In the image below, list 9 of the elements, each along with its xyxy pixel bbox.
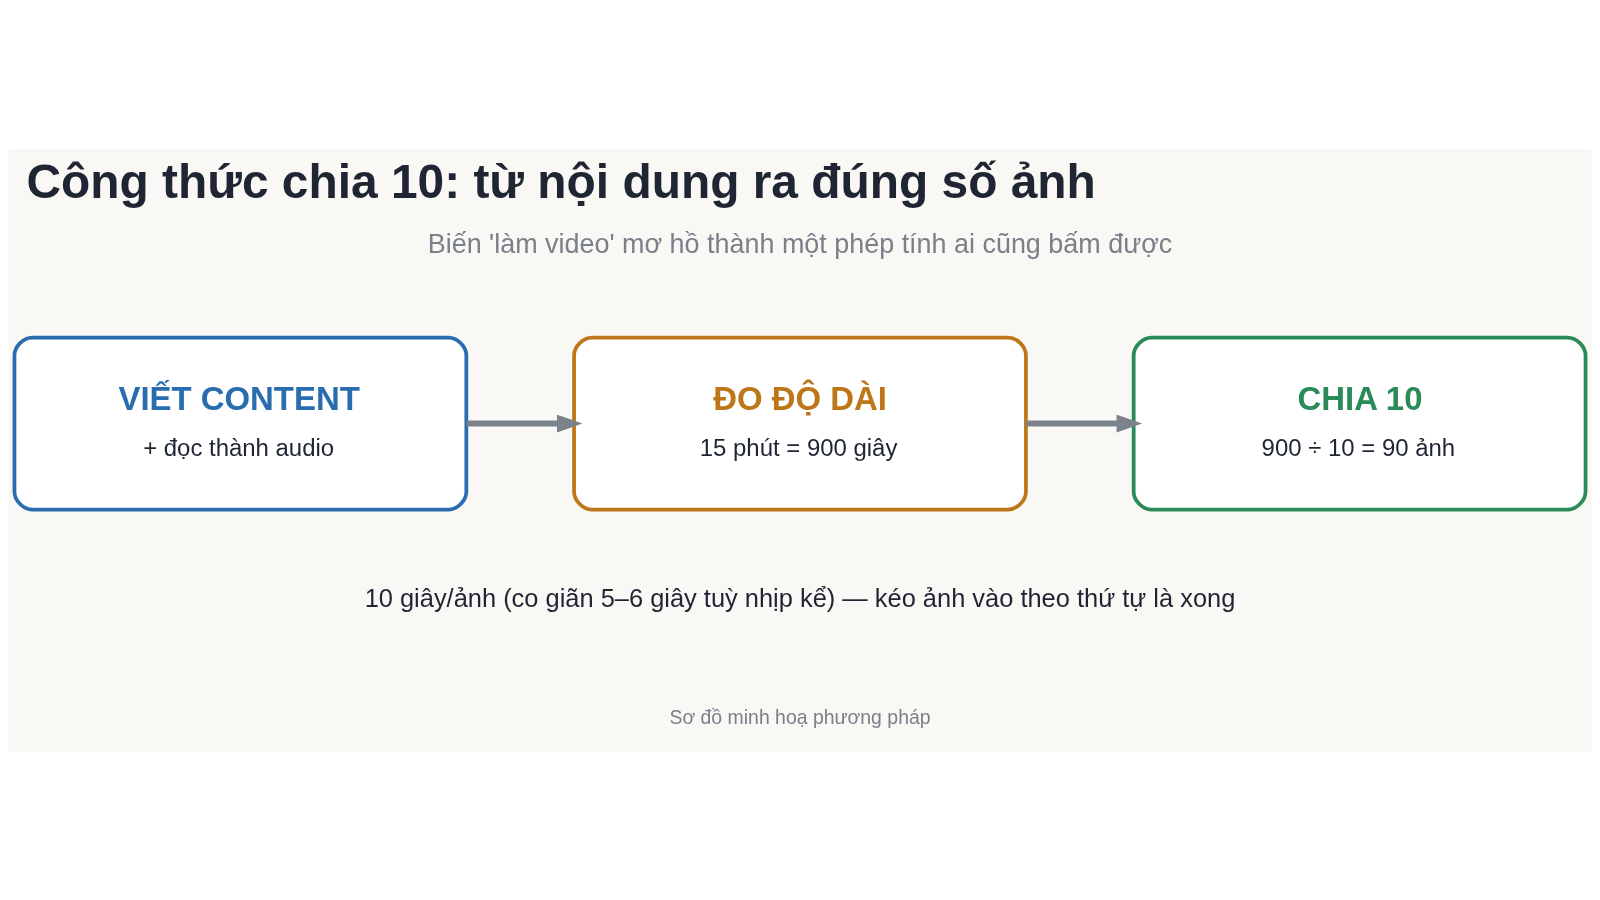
arrow xyxy=(1026,414,1143,432)
label: Sơ đồ minh hoạ phương pháp xyxy=(669,705,931,728)
arrow xyxy=(466,414,583,432)
diagram-title: Công thức chia 10: từ nội dung ra đúng số ảnh xyxy=(26,154,1096,208)
label: 10 giây/ảnh (co giãn 5–6 giây tuỳ nhịp kể) — kéo ảnh vào theo thứ tự là xong xyxy=(364,583,1236,612)
label: Biến 'làm video' mơ hồ thành một phép tính ai cũng bấm được xyxy=(427,228,1173,259)
node-box: CHIA 10 900 ÷ 10 = 90 ảnh xyxy=(1131,335,1588,511)
node-box: VIẾT CONTENT + đọc thành audio xyxy=(12,335,469,511)
node-box: ĐO ĐỘ DÀI 15 phút = 900 giây xyxy=(572,335,1028,511)
